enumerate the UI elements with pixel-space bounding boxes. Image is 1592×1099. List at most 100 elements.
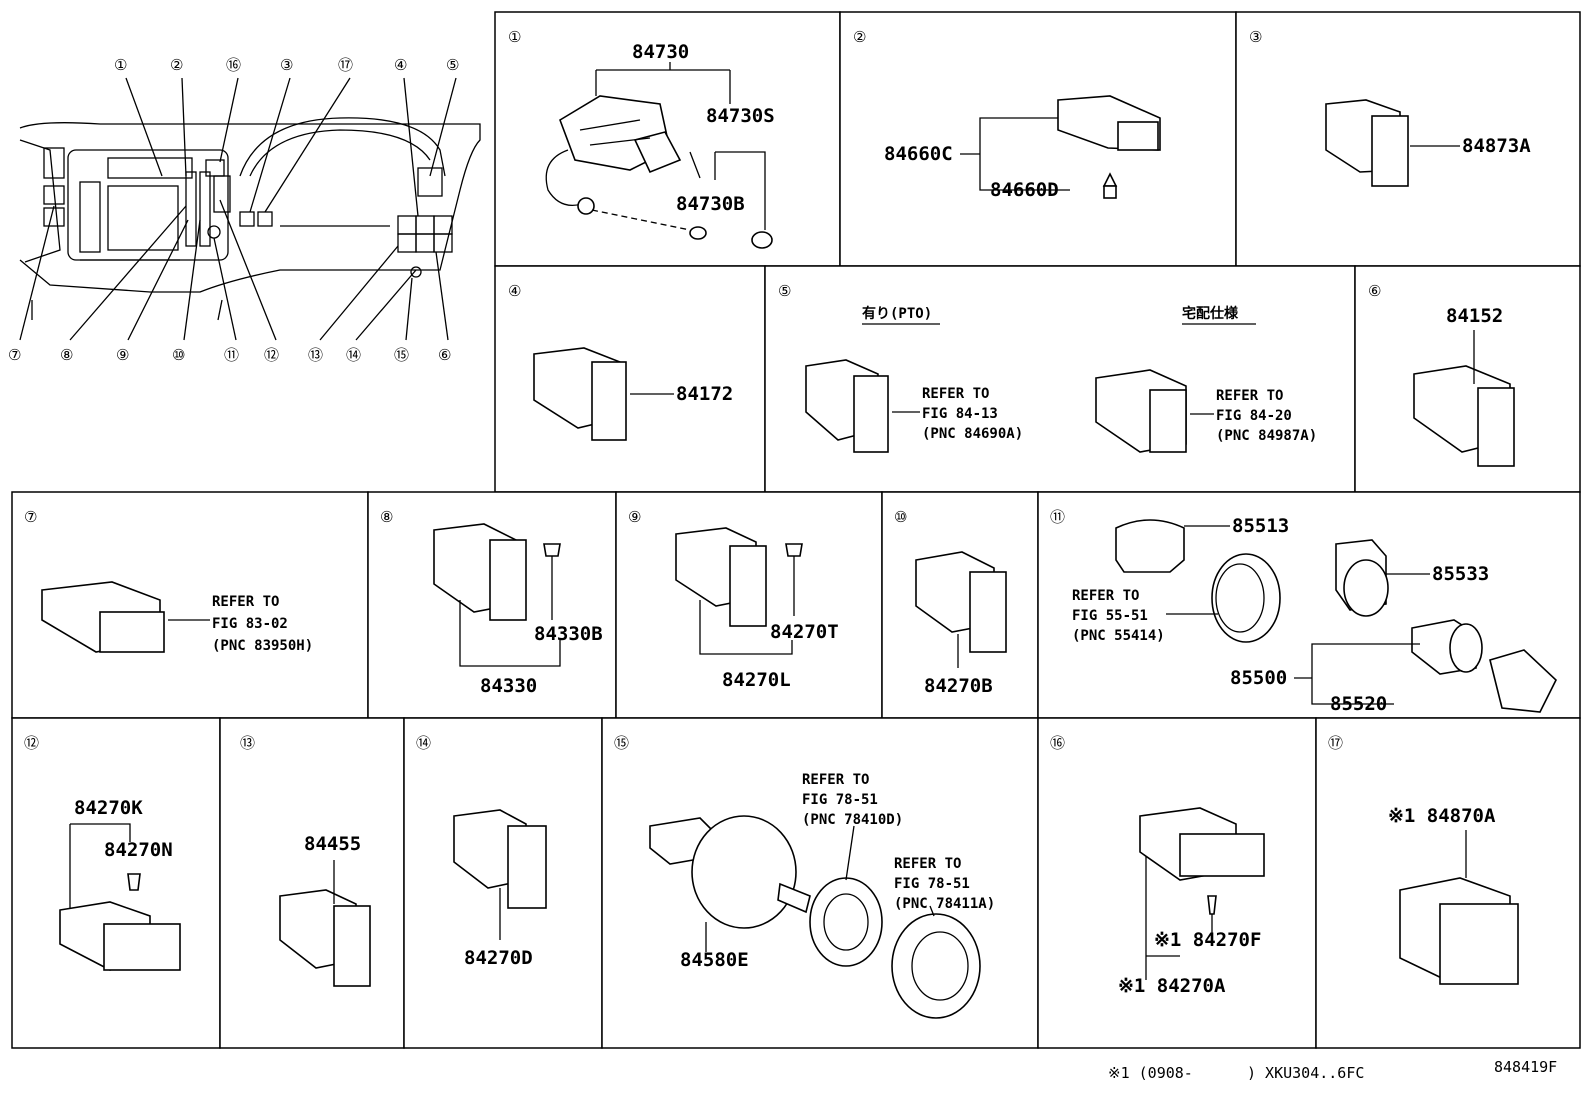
panel-number: ① — [508, 28, 521, 46]
part-label: 84172 — [676, 383, 733, 405]
panel-number: ⑫ — [24, 734, 39, 752]
reference-note: (PNC 83950H) — [212, 638, 313, 654]
part-label: 85513 — [1232, 515, 1289, 537]
overview-callout: ⑰ — [338, 56, 353, 74]
reference-note: (PNC 55414) — [1072, 628, 1165, 644]
panel-number: ④ — [508, 282, 521, 300]
overview-callout: ⑯ — [226, 56, 241, 74]
reference-note: REFER TO — [802, 772, 869, 788]
overview-callout: ⑦ — [8, 346, 21, 364]
part-label: 84270N — [104, 839, 173, 861]
panel-9: ⑨ 84270T 84270L — [628, 508, 839, 691]
applicability-note: ※1 (0908- ) XKU304..6FC — [1108, 1064, 1364, 1082]
part-label: 84270T — [770, 621, 839, 643]
panel-1: ① 84730 84730S 84730B — [508, 28, 775, 249]
panel-number: ⑧ — [380, 508, 393, 526]
panel-number: ⑦ — [24, 508, 37, 526]
panel-6: ⑥ 84152 — [1368, 282, 1515, 467]
part-label: 84730S — [706, 105, 775, 127]
panel-7: ⑦ REFER TO FIG 83-02 (PNC 83950H) — [24, 508, 313, 654]
panel-15: ⑮ REFER TO FIG 78-51 (PNC 78410D) REFER … — [614, 734, 995, 1019]
part-label: ※1 84270F — [1154, 929, 1261, 951]
overview-callout: ⑩ — [172, 346, 185, 364]
part-label: 84270B — [924, 675, 993, 697]
panel-number: ⑰ — [1328, 734, 1343, 752]
overview-callout: ⑧ — [60, 346, 73, 364]
reference-note: FIG 78-51 — [802, 792, 878, 808]
panel-number: ⑪ — [1050, 508, 1065, 526]
overview-callout: ⑨ — [116, 346, 129, 364]
part-label: 84152 — [1446, 305, 1503, 327]
overview-callout: ⑥ — [438, 346, 451, 364]
panel-number: ⑯ — [1050, 734, 1065, 752]
panel-5: ⑤ 有り(PTO) 宅配仕様 REFER TO FIG 84-13 (PNC 8… — [778, 282, 1317, 453]
reference-note: (PNC 78411A) — [894, 896, 995, 912]
overview-callout: ⑬ — [308, 346, 323, 364]
overview-callout: ① — [114, 56, 127, 74]
part-label: 84270K — [74, 797, 143, 819]
reference-note: REFER TO — [894, 856, 961, 872]
overview-callout: ⑤ — [446, 56, 459, 74]
part-label: 84330B — [534, 623, 603, 645]
reference-note: REFER TO — [212, 594, 279, 610]
reference-note: FIG 55-51 — [1072, 608, 1148, 624]
overview-callout: ⑮ — [394, 346, 409, 364]
panel-4: ④ 84172 — [508, 282, 733, 441]
overview-callout: ③ — [280, 56, 293, 74]
overview-callout: ④ — [394, 56, 407, 74]
reference-note: REFER TO — [1072, 588, 1139, 604]
overview-callouts-bottom: ⑦ ⑧ ⑨ ⑩ ⑪ ⑫ ⑬ ⑭ ⑮ ⑥ — [8, 346, 451, 364]
panel-2: ② 84660C 84660D — [853, 28, 1161, 201]
panel-17: ⑰ ※1 84870A — [1328, 734, 1519, 985]
part-label: 85533 — [1432, 563, 1489, 585]
overview-callout: ⑭ — [346, 346, 361, 364]
panel-10: ⑩ 84270B — [894, 508, 1007, 697]
overview-callout: ⑫ — [264, 346, 279, 364]
part-label: 84270D — [464, 947, 533, 969]
overview-callout: ② — [170, 56, 183, 74]
variant-heading: 有り(PTO) — [862, 305, 932, 322]
overview-callouts-top: ① ② ⑯ ③ ⑰ ④ ⑤ — [114, 56, 459, 74]
panel-3: ③ 84873A — [1249, 28, 1531, 187]
reference-note: FIG 78-51 — [894, 876, 970, 892]
part-label: 84270L — [722, 669, 791, 691]
reference-note: FIG 84-20 — [1216, 408, 1292, 424]
part-label: 85500 — [1230, 667, 1287, 689]
reference-note: FIG 83-02 — [212, 616, 288, 632]
panel-12: ⑫ 84270K 84270N — [24, 734, 181, 971]
footer: ※1 (0908- ) XKU304..6FC 848419F — [1108, 1058, 1557, 1082]
part-label: 85520 — [1330, 693, 1387, 715]
reference-note: (PNC 78410D) — [802, 812, 903, 828]
part-label: 84873A — [1462, 135, 1531, 157]
panel-8: ⑧ 84330B 84330 — [380, 508, 603, 697]
part-label: 84330 — [480, 675, 537, 697]
panel-number: ③ — [1249, 28, 1262, 46]
reference-note: FIG 84-13 — [922, 406, 998, 422]
reference-note: (PNC 84690A) — [922, 426, 1023, 442]
panel-number: ⑩ — [894, 508, 907, 526]
dashboard-overview: ① ② ⑯ ③ ⑰ ④ ⑤ ⑦ ⑧ ⑨ ⑩ ⑪ ⑫ ⑬ ⑭ ⑮ ⑥ — [8, 56, 481, 364]
variant-heading: 宅配仕様 — [1182, 305, 1239, 322]
panel-11: ⑪ 85513 REFER TO FIG 55-51 (PNC 55414) 8… — [1050, 508, 1557, 715]
part-label: 84730 — [632, 41, 689, 63]
panel-16: ⑯ ※1 84270F ※1 84270A — [1050, 734, 1265, 997]
panel-number: ⑥ — [1368, 282, 1381, 300]
part-label: 84455 — [304, 833, 361, 855]
reference-note: (PNC 84987A) — [1216, 428, 1317, 444]
panel-number: ② — [853, 28, 866, 46]
panel-14: ⑭ 84270D — [416, 734, 547, 969]
part-label: 84660D — [990, 179, 1059, 201]
panel-number: ⑭ — [416, 734, 431, 752]
panel-number: ⑬ — [240, 734, 255, 752]
part-label: 84730B — [676, 193, 745, 215]
panel-13: ⑬ 84455 — [240, 734, 371, 987]
reference-note: REFER TO — [1216, 388, 1283, 404]
part-label: 84660C — [884, 143, 953, 165]
overview-callout: ⑪ — [224, 346, 239, 364]
figure-id: 848419F — [1494, 1058, 1557, 1076]
part-label: ※1 84270A — [1118, 975, 1226, 997]
reference-note: REFER TO — [922, 386, 989, 402]
panel-number: ⑨ — [628, 508, 641, 526]
part-label: ※1 84870A — [1388, 805, 1496, 827]
